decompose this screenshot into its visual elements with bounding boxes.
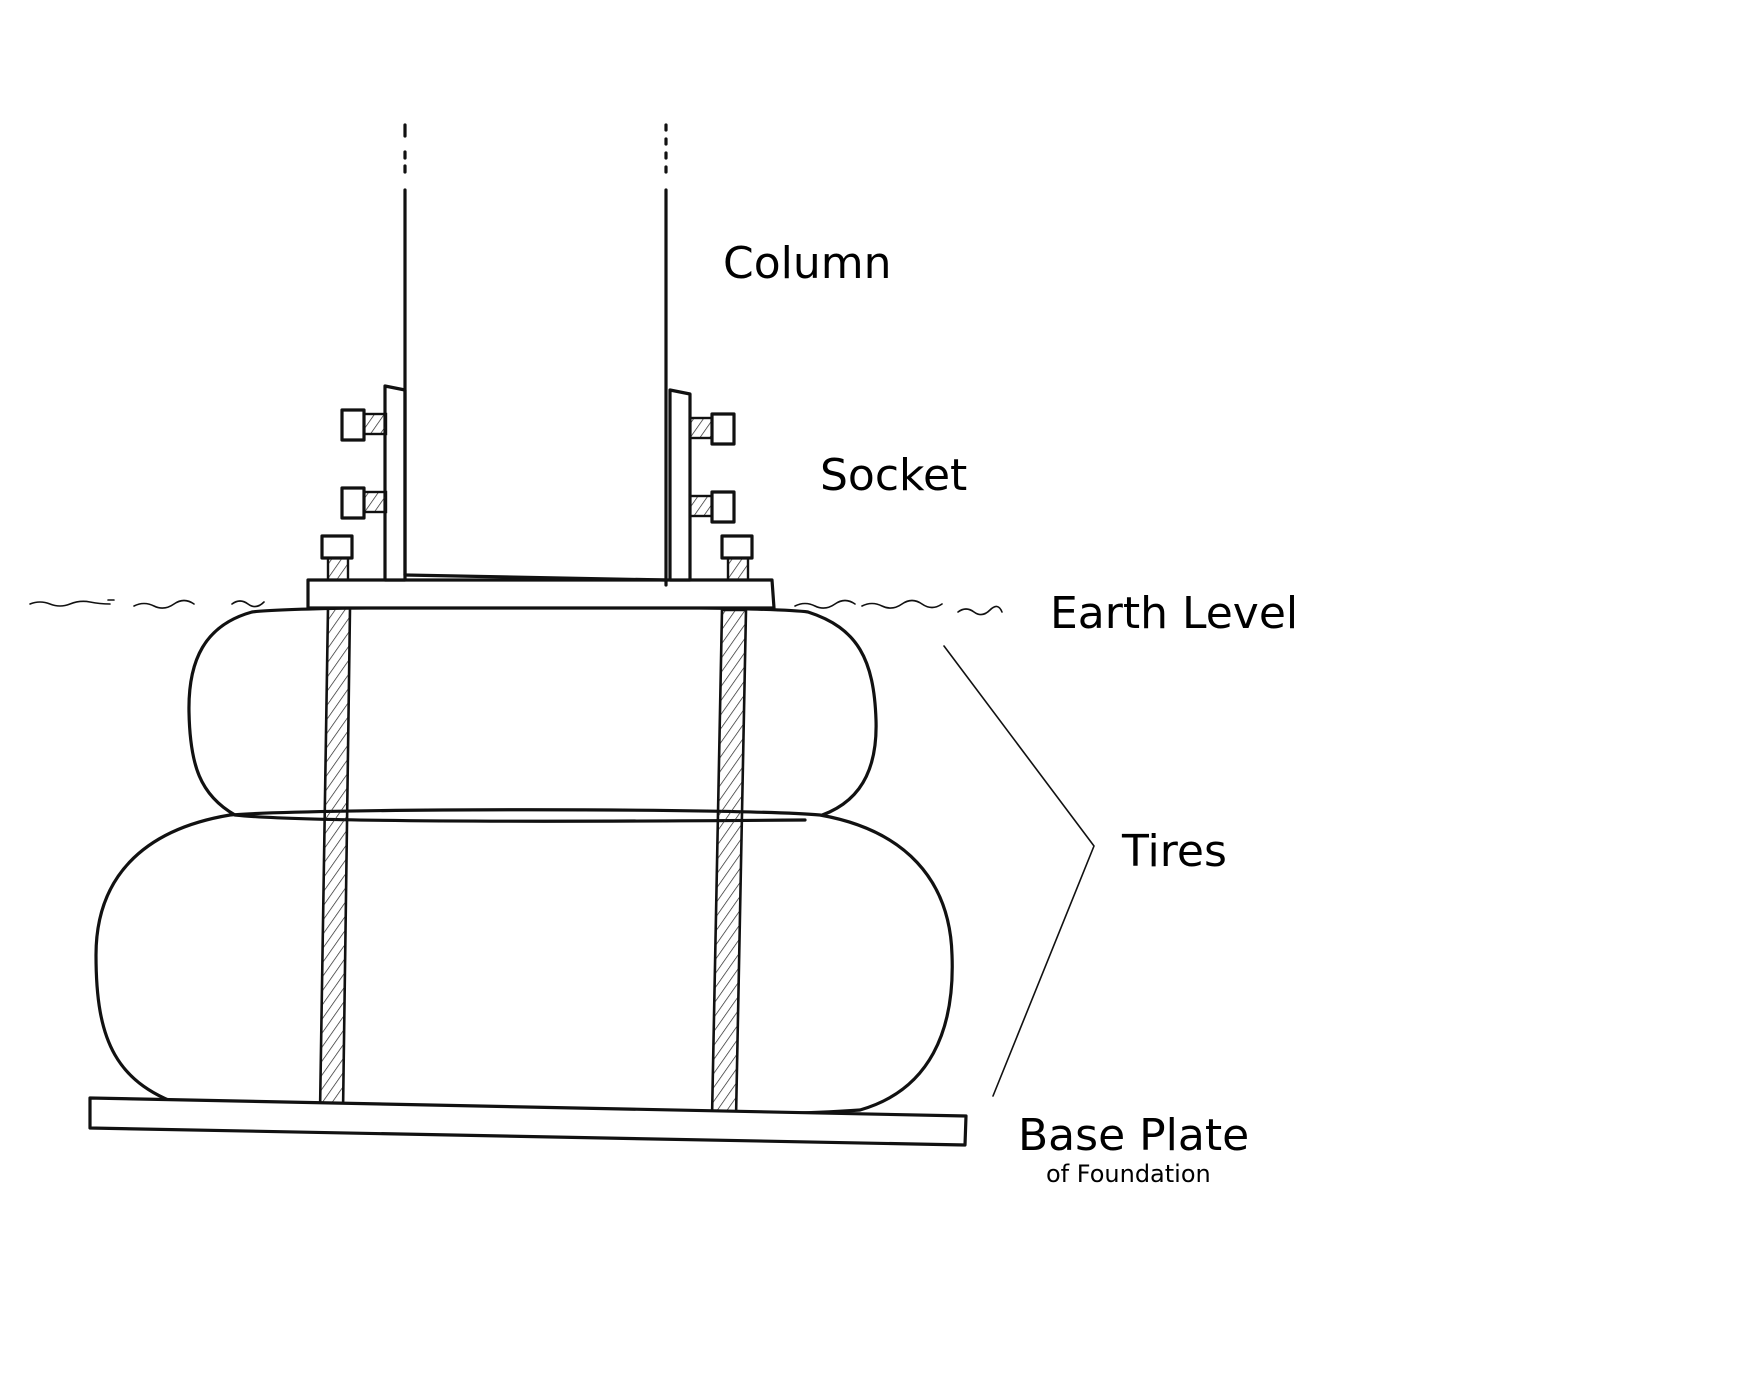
socket-plate-left — [383, 384, 407, 582]
bolt-right-middle — [688, 490, 736, 524]
label-base-plate-sub: of Foundation — [1046, 1160, 1211, 1188]
socket-top-plate — [306, 578, 776, 610]
label-earth-level: Earth Level — [1050, 588, 1298, 639]
label-socket: Socket — [820, 450, 967, 501]
base-plate — [88, 1096, 968, 1147]
socket — [383, 384, 692, 582]
label-base-plate: Base Plate — [1018, 1110, 1249, 1161]
socket-bolts — [320, 408, 754, 582]
label-tires: Tires — [1121, 826, 1227, 877]
tire-lower — [94, 808, 954, 1119]
column — [403, 123, 668, 587]
tires-bracket — [943, 645, 1095, 1097]
tire-upper — [187, 605, 878, 823]
threaded-rods — [318, 606, 748, 1120]
bolt-left-middle — [340, 486, 388, 520]
earth-level-line — [29, 599, 1003, 616]
tires — [94, 605, 954, 1119]
label-column: Column — [723, 238, 892, 289]
bolt-right-lower — [720, 534, 754, 582]
socket-plate-right — [668, 388, 692, 582]
bolt-right-upper — [688, 412, 736, 446]
column-bottom — [403, 573, 668, 582]
bolt-left-upper — [340, 408, 388, 442]
bolt-left-lower — [320, 534, 354, 582]
